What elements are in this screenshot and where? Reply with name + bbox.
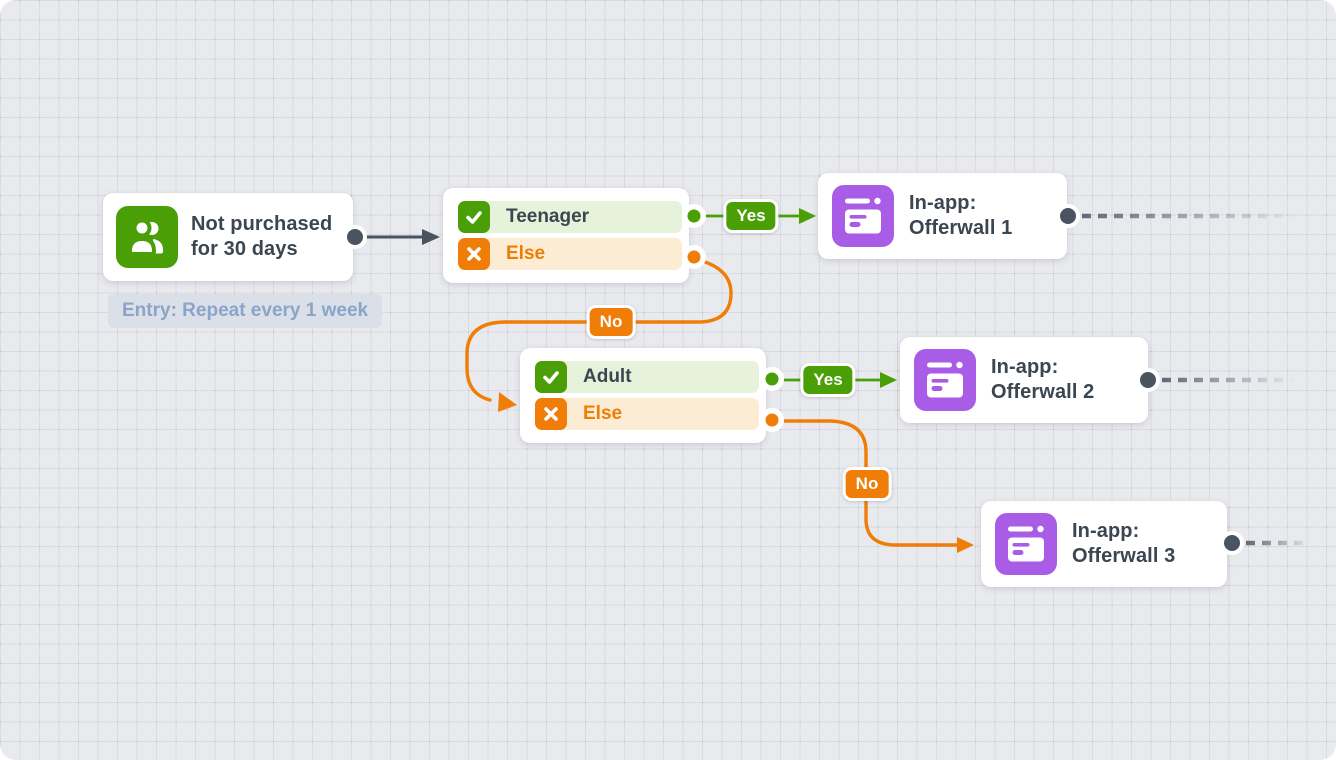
node-inapp-offerwall-2[interactable]: In-app: Offerwall 2 <box>900 337 1148 423</box>
branch-else-label: Else <box>506 243 546 264</box>
check-icon <box>458 201 490 233</box>
node-title: In-app: Offerwall 3 <box>1072 519 1175 569</box>
node-title: In-app: Offerwall 2 <box>991 355 1094 405</box>
arrowhead-icon <box>880 372 897 388</box>
x-icon <box>535 398 567 430</box>
node-condition-adult[interactable]: Adult Else <box>520 348 766 443</box>
node-title: In-app: Offerwall 1 <box>909 191 1012 241</box>
branch-else-adult[interactable]: Else <box>535 398 759 430</box>
connector-dot-yes-2[interactable] <box>765 372 779 386</box>
entry-note: Entry: Repeat every 1 week <box>108 294 383 328</box>
users-icon <box>116 206 178 268</box>
in-app-message-icon <box>995 513 1057 575</box>
in-app-message-icon <box>832 185 894 247</box>
entry-note-label: Entry: Repeat every 1 week <box>122 300 369 321</box>
node-entry-segment[interactable]: Not purchased for 30 days <box>103 193 353 281</box>
node-title-line1: In-app: <box>1072 520 1140 542</box>
arrowhead-icon <box>799 208 816 224</box>
check-icon <box>535 361 567 393</box>
arrowhead-icon <box>957 537 974 553</box>
edge-label-yes-1: Yes <box>723 199 779 233</box>
node-title-line2: Offerwall 3 <box>1072 545 1176 567</box>
x-icon <box>458 238 490 270</box>
edge-label-yes-2: Yes <box>800 363 856 397</box>
node-entry-title-line1: Not purchased <box>191 213 333 235</box>
node-title-line1: In-app: <box>991 356 1059 378</box>
edge-label-no-1: No <box>586 305 636 339</box>
branch-yes-adult[interactable]: Adult <box>535 361 759 393</box>
node-title-line1: In-app: <box>909 192 977 214</box>
node-entry-title: Not purchased for 30 days <box>191 212 332 262</box>
node-entry-title-line2: for 30 days <box>191 238 298 260</box>
branch-yes-label: Adult <box>583 366 632 387</box>
branch-else-teenager[interactable]: Else <box>458 238 682 270</box>
arrowhead-icon <box>498 392 517 412</box>
arrowhead-icon <box>422 229 440 245</box>
connector-dot-no-2[interactable] <box>765 413 779 427</box>
connector-dot-yes-1[interactable] <box>687 209 701 223</box>
branch-else-label: Else <box>583 403 623 424</box>
connector-dot-no-1[interactable] <box>687 250 701 264</box>
in-app-message-icon <box>914 349 976 411</box>
node-title-line2: Offerwall 1 <box>909 217 1013 239</box>
node-inapp-offerwall-1[interactable]: In-app: Offerwall 1 <box>818 173 1067 259</box>
node-title-line2: Offerwall 2 <box>991 381 1095 403</box>
edge-label-no-2: No <box>842 467 892 501</box>
branch-yes-label: Teenager <box>506 206 590 227</box>
branch-yes-teenager[interactable]: Teenager <box>458 201 682 233</box>
node-condition-teenager[interactable]: Teenager Else <box>443 188 689 283</box>
node-inapp-offerwall-3[interactable]: In-app: Offerwall 3 <box>981 501 1227 587</box>
